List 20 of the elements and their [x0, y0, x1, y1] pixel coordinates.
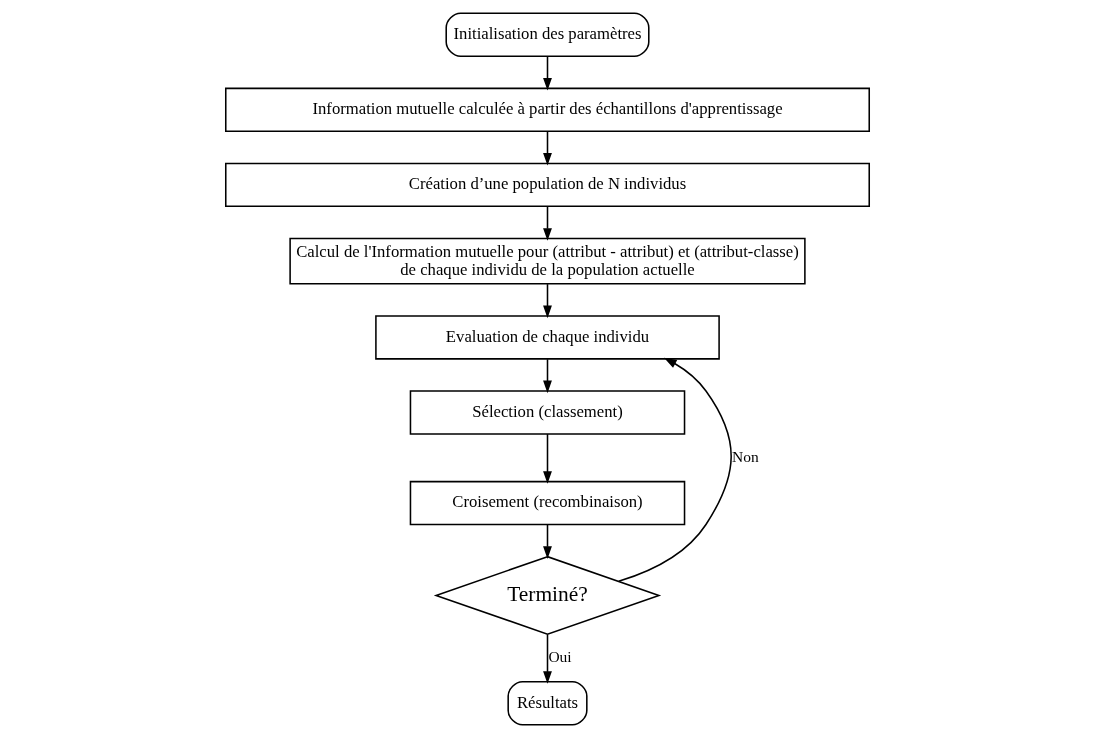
node-box: Calcul de l'Information mutuelle pour (attribut - attribut) et (attribut-classe) de chaque individu de la population actuelle	[289, 237, 806, 285]
arrow	[543, 205, 552, 241]
arrow	[543, 283, 552, 319]
edge-label: Oui	[548, 648, 572, 666]
arrow	[543, 55, 552, 91]
edge-label: Non	[731, 447, 759, 465]
arrow	[543, 633, 552, 684]
node-box: Initialisation des paramètres	[445, 12, 650, 57]
node-box: Sélection (classement)	[409, 390, 686, 435]
node-box: Création d’une population de N individus	[225, 162, 870, 208]
node-box: Information mutuelle calculée à partir des échantillons d'apprentissage	[225, 87, 870, 133]
arrow	[543, 523, 552, 559]
arrow	[543, 130, 552, 166]
node-box: Résultats	[507, 681, 588, 726]
arrow	[543, 433, 552, 484]
node-box: Croisement (recombinaison)	[409, 480, 686, 526]
node-box: Evaluation de chaque individu	[375, 315, 720, 360]
node-diamond: Terminé?	[433, 555, 662, 635]
arrow	[617, 357, 732, 583]
arrow	[543, 358, 552, 394]
